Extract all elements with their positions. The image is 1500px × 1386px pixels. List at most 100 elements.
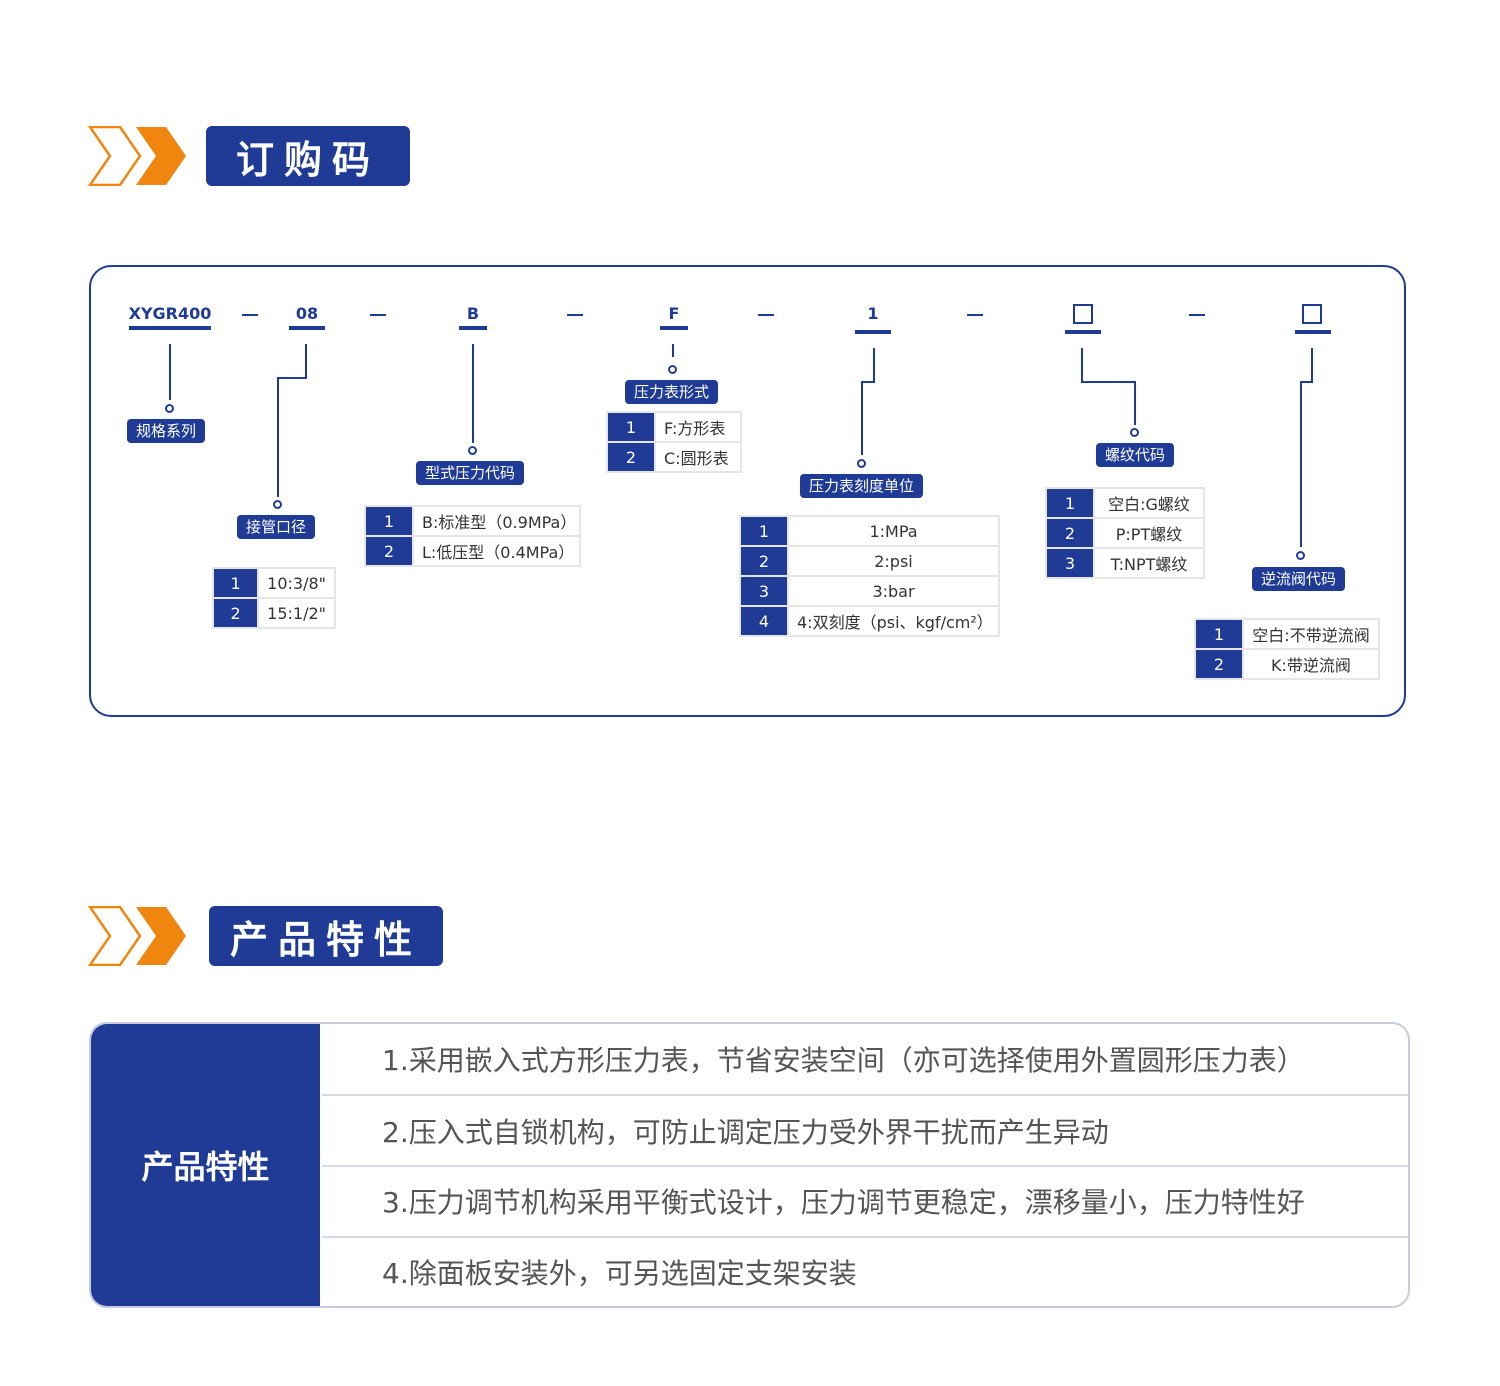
option-text: 空白:不带逆流阀: [1242, 618, 1380, 650]
double-chevron-right-icon: [88, 126, 186, 186]
options-check-valve: 1 空白:不带逆流阀 2 K:带逆流阀: [1194, 618, 1380, 680]
option-number: 2: [739, 545, 789, 577]
option-text: 1:MPa: [787, 515, 1000, 547]
separator-dash: [1189, 314, 1205, 316]
option-number: 2: [1194, 648, 1244, 680]
label-check-valve: 逆流阀代码: [1252, 567, 1346, 591]
connector-node: [857, 459, 866, 468]
option-number: 1: [364, 505, 414, 537]
code-gauge-form: F: [668, 304, 680, 323]
option-text: 2:psi: [787, 545, 1000, 577]
feature-item: 2.压入式自锁机构，可防止调定压力受外界干扰而产生异动: [382, 1116, 1109, 1149]
connector-node: [668, 365, 677, 374]
option-text: 空白:G螺纹: [1093, 487, 1205, 519]
connector-node: [1130, 428, 1139, 437]
double-chevron-right-icon: [88, 906, 186, 966]
separator-dash: [758, 314, 774, 316]
options-thread: 1 空白:G螺纹 2 P:PT螺纹 3 T:NPT螺纹: [1045, 487, 1205, 579]
code-bar-gauge-form: [660, 326, 688, 330]
option-text: L:低压型（0.4MPa）: [412, 535, 581, 567]
separator-dash: [567, 314, 583, 316]
table-row: 1 10:3/8": [211, 567, 336, 599]
option-text: 3:bar: [787, 575, 1000, 607]
option-number: 1: [211, 567, 260, 599]
section-title-order-code: 订购码: [206, 126, 410, 186]
row-divider: [322, 1236, 1408, 1238]
empty-square-icon: [1302, 304, 1322, 324]
option-text: P:PT螺纹: [1093, 517, 1205, 549]
table-row: 2 15:1/2": [211, 597, 336, 629]
code-bar-series: [129, 326, 211, 330]
option-text: 15:1/2": [257, 597, 336, 629]
code-pressure-type: B: [466, 304, 480, 323]
table-row: 1 空白:不带逆流阀: [1194, 618, 1380, 650]
table-row: 2 2:psi: [739, 545, 1000, 577]
option-number: 2: [211, 597, 260, 629]
connector-node: [165, 404, 174, 413]
option-text: T:NPT螺纹: [1093, 547, 1205, 579]
table-row: 1 1:MPa: [739, 515, 1000, 547]
option-number: 2: [1045, 517, 1095, 549]
code-gauge-unit: 1: [867, 304, 879, 323]
option-text: B:标准型（0.9MPa）: [412, 505, 581, 537]
table-row: 1 B:标准型（0.9MPa）: [364, 505, 581, 537]
table-row: 2 P:PT螺纹: [1045, 517, 1205, 549]
table-row: 3 3:bar: [739, 575, 1000, 607]
code-bar-port: [289, 326, 325, 330]
feature-item: 4.除面板安装外，可另选固定支架安装: [382, 1257, 857, 1290]
code-bar-thread: [1065, 330, 1101, 334]
table-row: 3 T:NPT螺纹: [1045, 547, 1205, 579]
separator-dash: [370, 314, 386, 316]
options-gauge-unit: 1 1:MPa 2 2:psi 3 3:bar 4 4:双刻度（psi、kgf/…: [739, 515, 1000, 637]
empty-square-icon: [1073, 304, 1093, 324]
code-port: 08: [295, 304, 319, 323]
option-text: K:带逆流阀: [1242, 648, 1380, 680]
feature-item: 1.采用嵌入式方形压力表，节省安装空间（亦可选择使用外置圆形压力表）: [382, 1044, 1305, 1077]
label-series: 规格系列: [127, 419, 206, 443]
option-text: F:方形表: [654, 411, 742, 443]
table-row: 2 K:带逆流阀: [1194, 648, 1380, 680]
section-title-features: 产品特性: [209, 906, 443, 966]
option-text: C:圆形表: [654, 441, 742, 473]
label-thread: 螺纹代码: [1096, 443, 1175, 467]
option-number: 4: [739, 605, 789, 637]
option-text: 10:3/8": [257, 567, 336, 599]
separator-dash: [242, 314, 258, 316]
option-number: 1: [606, 411, 656, 443]
code-bar-gauge-unit: [855, 330, 891, 334]
code-series: XYGR400: [128, 304, 212, 323]
code-bar-check-valve: [1295, 330, 1331, 334]
order-code-panel: [89, 265, 1406, 717]
options-pressure-type: 1 B:标准型（0.9MPa） 2 L:低压型（0.4MPa）: [364, 505, 581, 567]
features-header: 产品特性: [91, 1024, 320, 1306]
connector-lines: [169, 344, 1313, 547]
option-number: 1: [1045, 487, 1095, 519]
table-row: 4 4:双刻度（psi、kgf/cm²）: [739, 605, 1000, 637]
option-number: 1: [1194, 618, 1244, 650]
table-row: 1 空白:G螺纹: [1045, 487, 1205, 519]
code-bar-pressure-type: [459, 326, 487, 330]
row-divider: [322, 1165, 1408, 1167]
feature-item: 3.压力调节机构采用平衡式设计，压力调节更稳定，漂移量小，压力特性好: [382, 1186, 1305, 1219]
option-number: 2: [364, 535, 414, 567]
options-port: 1 10:3/8" 2 15:1/2": [211, 567, 336, 629]
table-row: 1 F:方形表: [606, 411, 742, 443]
label-gauge-form: 压力表形式: [625, 380, 719, 404]
option-number: 3: [1045, 547, 1095, 579]
table-row: 2 L:低压型（0.4MPa）: [364, 535, 581, 567]
label-pressure-type: 型式压力代码: [416, 461, 525, 485]
connector-node: [1296, 551, 1305, 560]
option-number: 1: [739, 515, 789, 547]
option-text: 4:双刻度（psi、kgf/cm²）: [787, 605, 1000, 637]
features-table: 产品特性 1.采用嵌入式方形压力表，节省安装空间（亦可选择使用外置圆形压力表） …: [89, 1022, 1410, 1308]
connector-node: [468, 446, 477, 455]
connector-node: [273, 500, 282, 509]
option-number: 3: [739, 575, 789, 607]
row-divider: [322, 1094, 1408, 1096]
table-row: 2 C:圆形表: [606, 441, 742, 473]
option-number: 2: [606, 441, 656, 473]
label-gauge-unit: 压力表刻度单位: [800, 474, 924, 498]
options-gauge-form: 1 F:方形表 2 C:圆形表: [606, 411, 742, 473]
separator-dash: [967, 314, 983, 316]
label-port: 接管口径: [237, 515, 316, 539]
